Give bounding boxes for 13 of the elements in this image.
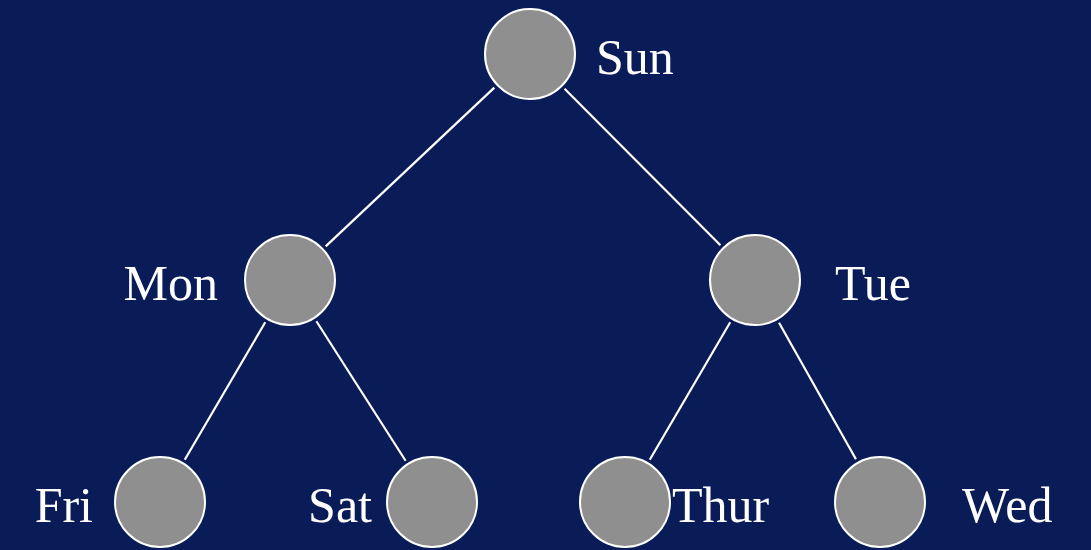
- node-label: Wed: [962, 480, 1053, 530]
- connector-line: [563, 87, 722, 247]
- node-label: Thur: [672, 480, 770, 530]
- node-label: Sat: [308, 480, 372, 530]
- node-label: Fri: [34, 480, 93, 530]
- node-label: Sun: [596, 32, 674, 82]
- node-label: Mon: [123, 258, 218, 308]
- node-label: Tue: [835, 258, 911, 308]
- connector-line: [183, 321, 267, 461]
- connector-line: [324, 86, 496, 248]
- connector-line: [778, 322, 857, 460]
- connector-line: [648, 321, 732, 461]
- connector-line: [315, 320, 407, 462]
